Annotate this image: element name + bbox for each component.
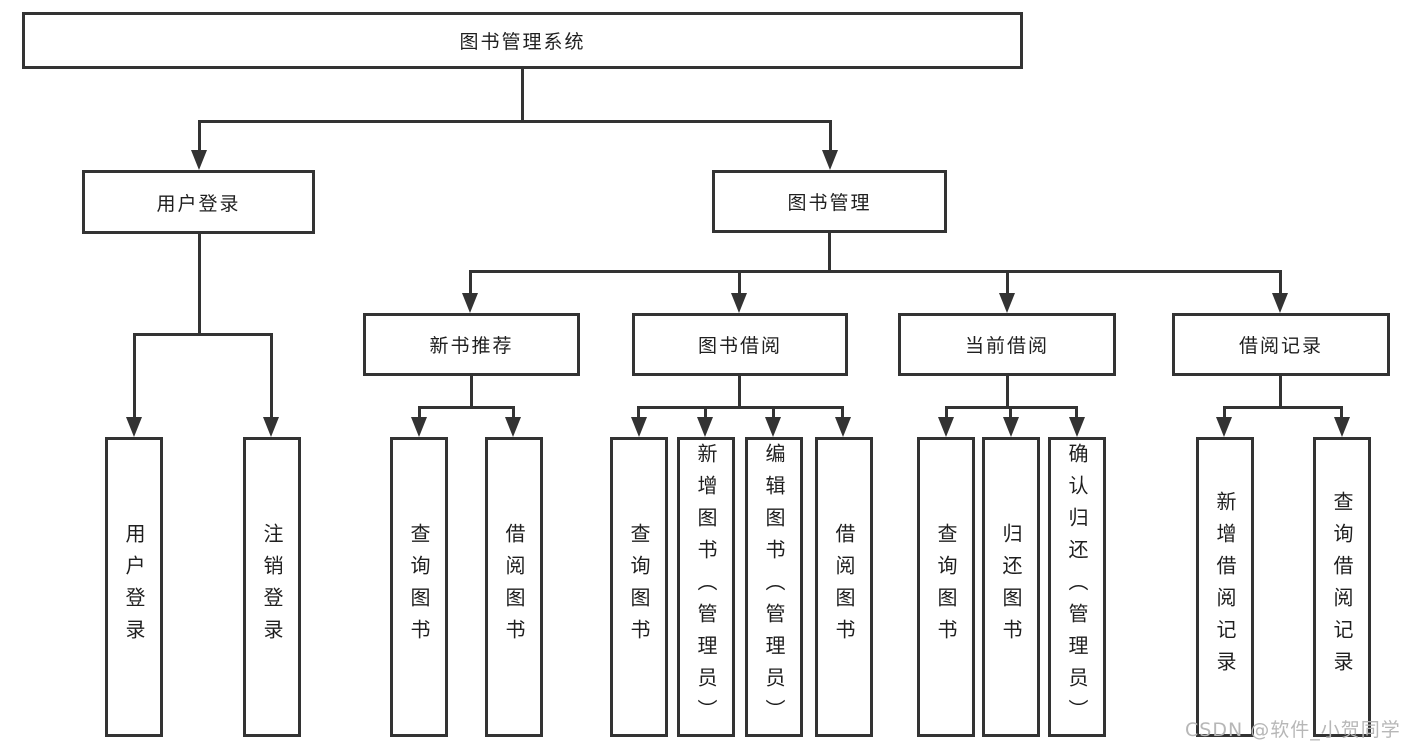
connector-line — [1223, 406, 1343, 409]
connector-line — [418, 406, 515, 409]
connector-line — [1279, 376, 1282, 407]
connector-line — [469, 270, 1282, 273]
leaf-label: 归还图书 — [999, 523, 1023, 651]
connector-line — [1340, 406, 1343, 420]
leaf-add-borrow-record: 新增借阅记录 — [1196, 437, 1254, 737]
node-new-book-recommend: 新书推荐 — [363, 313, 580, 376]
connector-line — [637, 406, 844, 409]
leaf-confirm-return-admin: 确认归还（管理员） — [1048, 437, 1106, 737]
leaf-query-books-borrow: 查询图书 — [610, 437, 668, 737]
leaf-query-borrow-record: 查询借阅记录 — [1313, 437, 1371, 737]
connector-line — [1006, 376, 1009, 407]
leaf-label: 用户登录 — [122, 523, 146, 651]
node-label: 图书管理系统 — [459, 31, 586, 53]
connector-line — [704, 406, 707, 420]
connector-line — [1009, 406, 1012, 420]
arrowhead-down-icon — [126, 417, 142, 437]
leaf-label: 借阅图书 — [502, 523, 526, 651]
leaf-label: 查询图书 — [934, 523, 958, 651]
leaf-borrow-books: 借阅图书 — [815, 437, 873, 737]
connector-line — [945, 406, 948, 420]
leaf-user-login: 用户登录 — [105, 437, 163, 737]
connector-line — [521, 69, 524, 123]
node-book-management: 图书管理 — [712, 170, 947, 233]
leaf-logout: 注销登录 — [243, 437, 301, 737]
connector-line — [828, 233, 831, 273]
connector-line — [198, 120, 201, 153]
arrowhead-down-icon — [731, 293, 747, 313]
leaf-label: 借阅图书 — [832, 523, 856, 651]
connector-line — [270, 333, 273, 420]
node-current-borrow: 当前借阅 — [898, 313, 1116, 376]
connector-line — [637, 406, 640, 420]
node-label: 新书推荐 — [429, 335, 514, 357]
connector-line — [1006, 270, 1009, 295]
node-label: 图书借阅 — [697, 335, 782, 357]
leaf-query-books-current: 查询图书 — [917, 437, 975, 737]
connector-line — [738, 376, 741, 407]
leaf-label: 查询借阅记录 — [1330, 491, 1354, 683]
arrowhead-down-icon — [1272, 293, 1288, 313]
arrowhead-down-icon — [191, 150, 207, 170]
node-borrow-records: 借阅记录 — [1172, 313, 1390, 376]
leaf-label: 新增借阅记录 — [1213, 491, 1237, 683]
connector-line — [829, 120, 832, 153]
connector-line — [133, 333, 136, 420]
leaf-label: 新增图书（管理员） — [694, 443, 718, 731]
connector-line — [418, 406, 421, 420]
arrowhead-down-icon — [505, 417, 521, 437]
connector-line — [133, 333, 273, 336]
arrowhead-down-icon — [822, 150, 838, 170]
node-label: 当前借阅 — [964, 335, 1049, 357]
node-book-borrow: 图书借阅 — [632, 313, 848, 376]
arrowhead-down-icon — [1216, 417, 1232, 437]
leaf-return-books: 归还图书 — [982, 437, 1040, 737]
node-label: 图书管理 — [787, 192, 872, 214]
watermark: CSDN @软件_小贺同学 — [1185, 719, 1401, 741]
arrowhead-down-icon — [835, 417, 851, 437]
connector-line — [470, 376, 473, 407]
connector-line — [1223, 406, 1226, 420]
node-library-system: 图书管理系统 — [22, 12, 1023, 69]
leaf-label: 查询图书 — [407, 523, 431, 651]
arrowhead-down-icon — [1334, 417, 1350, 437]
node-label: 借阅记录 — [1238, 335, 1323, 357]
arrowhead-down-icon — [999, 293, 1015, 313]
arrowhead-down-icon — [1003, 417, 1019, 437]
leaf-add-books-admin: 新增图书（管理员） — [677, 437, 735, 737]
connector-line — [1075, 406, 1078, 420]
leaf-label: 注销登录 — [260, 523, 284, 651]
arrowhead-down-icon — [462, 293, 478, 313]
leaf-query-books-recommend: 查询图书 — [390, 437, 448, 737]
arrowhead-down-icon — [697, 417, 713, 437]
connector-line — [738, 270, 741, 295]
node-user-login: 用户登录 — [82, 170, 315, 234]
connector-line — [1279, 270, 1282, 295]
leaf-borrow-books-recommend: 借阅图书 — [485, 437, 543, 737]
connector-line — [198, 234, 201, 336]
arrowhead-down-icon — [411, 417, 427, 437]
connector-line — [512, 406, 515, 420]
connector-line — [469, 270, 472, 295]
arrowhead-down-icon — [263, 417, 279, 437]
connector-line — [841, 406, 844, 420]
arrowhead-down-icon — [765, 417, 781, 437]
leaf-label: 查询图书 — [627, 523, 651, 651]
arrowhead-down-icon — [631, 417, 647, 437]
arrowhead-down-icon — [1069, 417, 1085, 437]
arrowhead-down-icon — [938, 417, 954, 437]
leaf-label: 确认归还（管理员） — [1065, 443, 1089, 731]
leaf-edit-books-admin: 编辑图书（管理员） — [745, 437, 803, 737]
connector-line — [772, 406, 775, 420]
connector-line — [198, 120, 832, 123]
leaf-label: 编辑图书（管理员） — [762, 443, 786, 731]
node-label: 用户登录 — [156, 192, 241, 215]
